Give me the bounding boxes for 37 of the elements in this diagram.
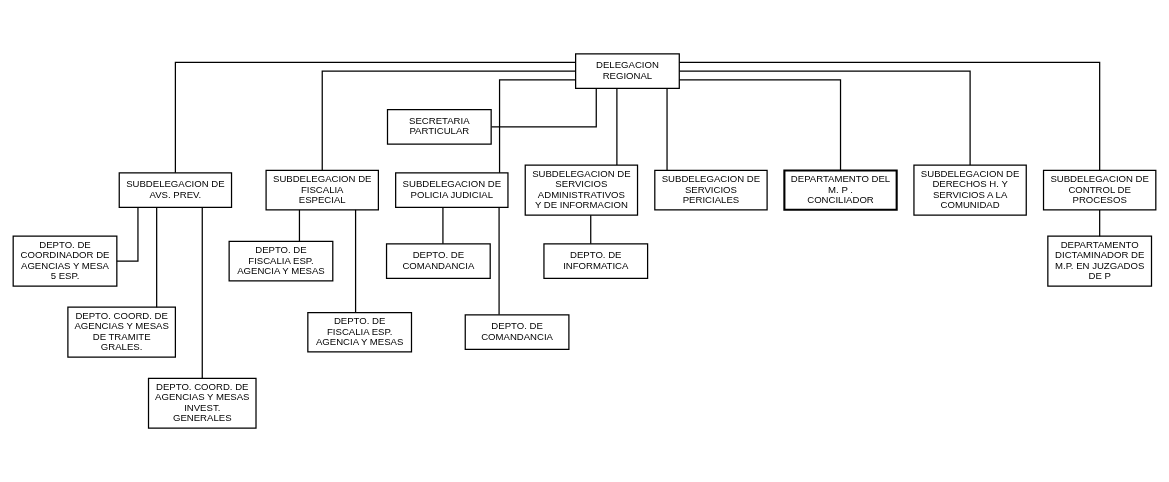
connector [616,87,618,166]
node-box: DEPTO. DE COMANDANCIA [385,243,491,280]
node-box: SUBDELEGACION DE SERVICIOS ADMINISTRATIVOS Y DE INFORMACION [524,164,639,216]
node-box: SUBDELEGACION DE SERVICIOS PERICIALES [654,169,768,211]
connector [490,87,597,128]
connector [666,87,668,172]
node-box: DEPTO. COORD. DE AGENCIAS Y MESAS DE TRAMITE GRALES. [67,306,176,358]
node-box: DEPTO. DE FISCALIA ESP. AGENCIA Y MESAS [307,311,413,353]
connector [678,70,971,166]
connector [201,206,203,379]
node-box: SECRETARIA PARTICULAR [386,108,492,145]
connector [321,70,576,171]
node-box: DEPTO. DE FISCALIA ESP. AGENCIA Y MESAS [228,240,334,282]
node-box: DEPARTAMENTO DICTAMINADOR DE M.P. EN JUZGADOS DE P [1047,235,1153,287]
connector [116,207,139,262]
node-box: DEPTO. COORD. DE AGENCIAS Y MESAS INVEST. GENERALES [147,377,257,429]
node-box: DELEGACION REGIONAL [575,53,680,89]
node-box: SUBDELEGACION DE POLICIA JUDICIAL [395,172,509,209]
connector [678,61,1101,171]
node-box: SUBDELEGACION DE DERECHOS H. Y SERVICIOS A LA COMUNIDAD [913,164,1027,216]
node-box: DEPTO. DE INFORMATICA [543,243,649,280]
connector [498,206,500,316]
node-box: DEPTO. DE COORDINADOR DE AGENCIAS Y MESA 5 ESP. [12,235,118,287]
connector [590,214,592,245]
node-box: DEPTO. DE COMANDANCIA [464,314,570,351]
node-box: SUBDELEGACION DE CONTROL DE PROCESOS [1042,169,1157,211]
connector [442,207,444,245]
connector [298,209,301,243]
connector [156,206,158,308]
node-box: SUBDELEGACION DE AVS. PREV. [118,172,233,209]
node-box: SUBDELEGACION DE FISCALIA ESPECIAL [265,169,379,211]
connector [354,209,357,313]
node-box: DEPARTAMENTO DEL M. P . CONCILIADOR [783,169,898,211]
connector [498,79,577,174]
connector [174,61,577,174]
connector [1099,209,1101,237]
connector [678,79,842,172]
